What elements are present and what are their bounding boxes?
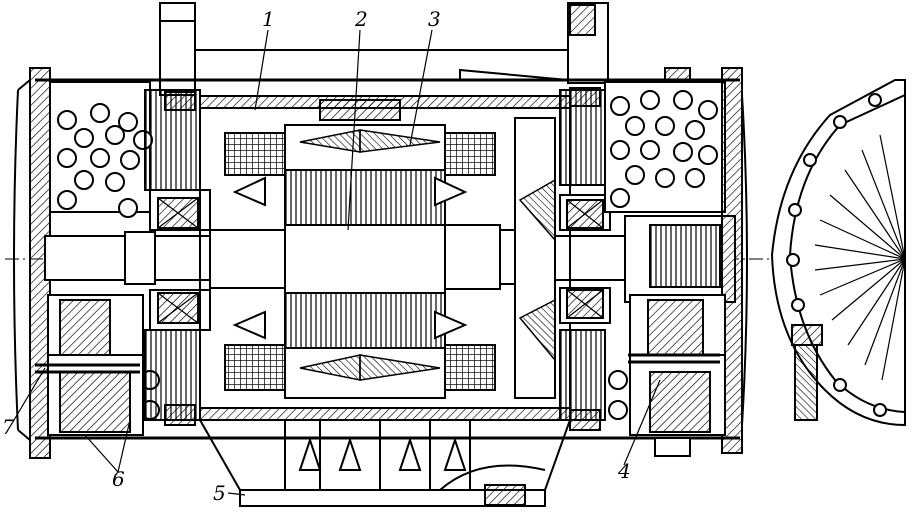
top-lifting-lug-right — [459, 2, 609, 84]
rotor-core — [284, 224, 446, 294]
fan-cover-detail-view — [770, 79, 906, 427]
callout-6: 6 — [112, 467, 125, 491]
right-lower-fan-block — [628, 294, 726, 457]
leader-lines — [13, 29, 661, 496]
left-bearing-housing — [144, 89, 211, 426]
left-lower-fan-block — [35, 294, 144, 436]
left-end-shield — [13, 67, 151, 459]
callout-7: 7 — [2, 415, 15, 439]
callout-4: 4 — [617, 459, 631, 483]
stator-winding-upper — [224, 124, 496, 226]
right-bearing-housing — [559, 87, 611, 431]
stator-winding-lower — [224, 292, 496, 399]
callout-5: 5 — [213, 481, 226, 505]
callout-2: 2 — [354, 7, 368, 31]
callout-1: 1 — [262, 7, 275, 31]
mounting-base — [199, 419, 571, 507]
stator-housing — [199, 95, 571, 421]
internal-fan — [514, 117, 556, 399]
callout-3: 3 — [428, 7, 441, 31]
